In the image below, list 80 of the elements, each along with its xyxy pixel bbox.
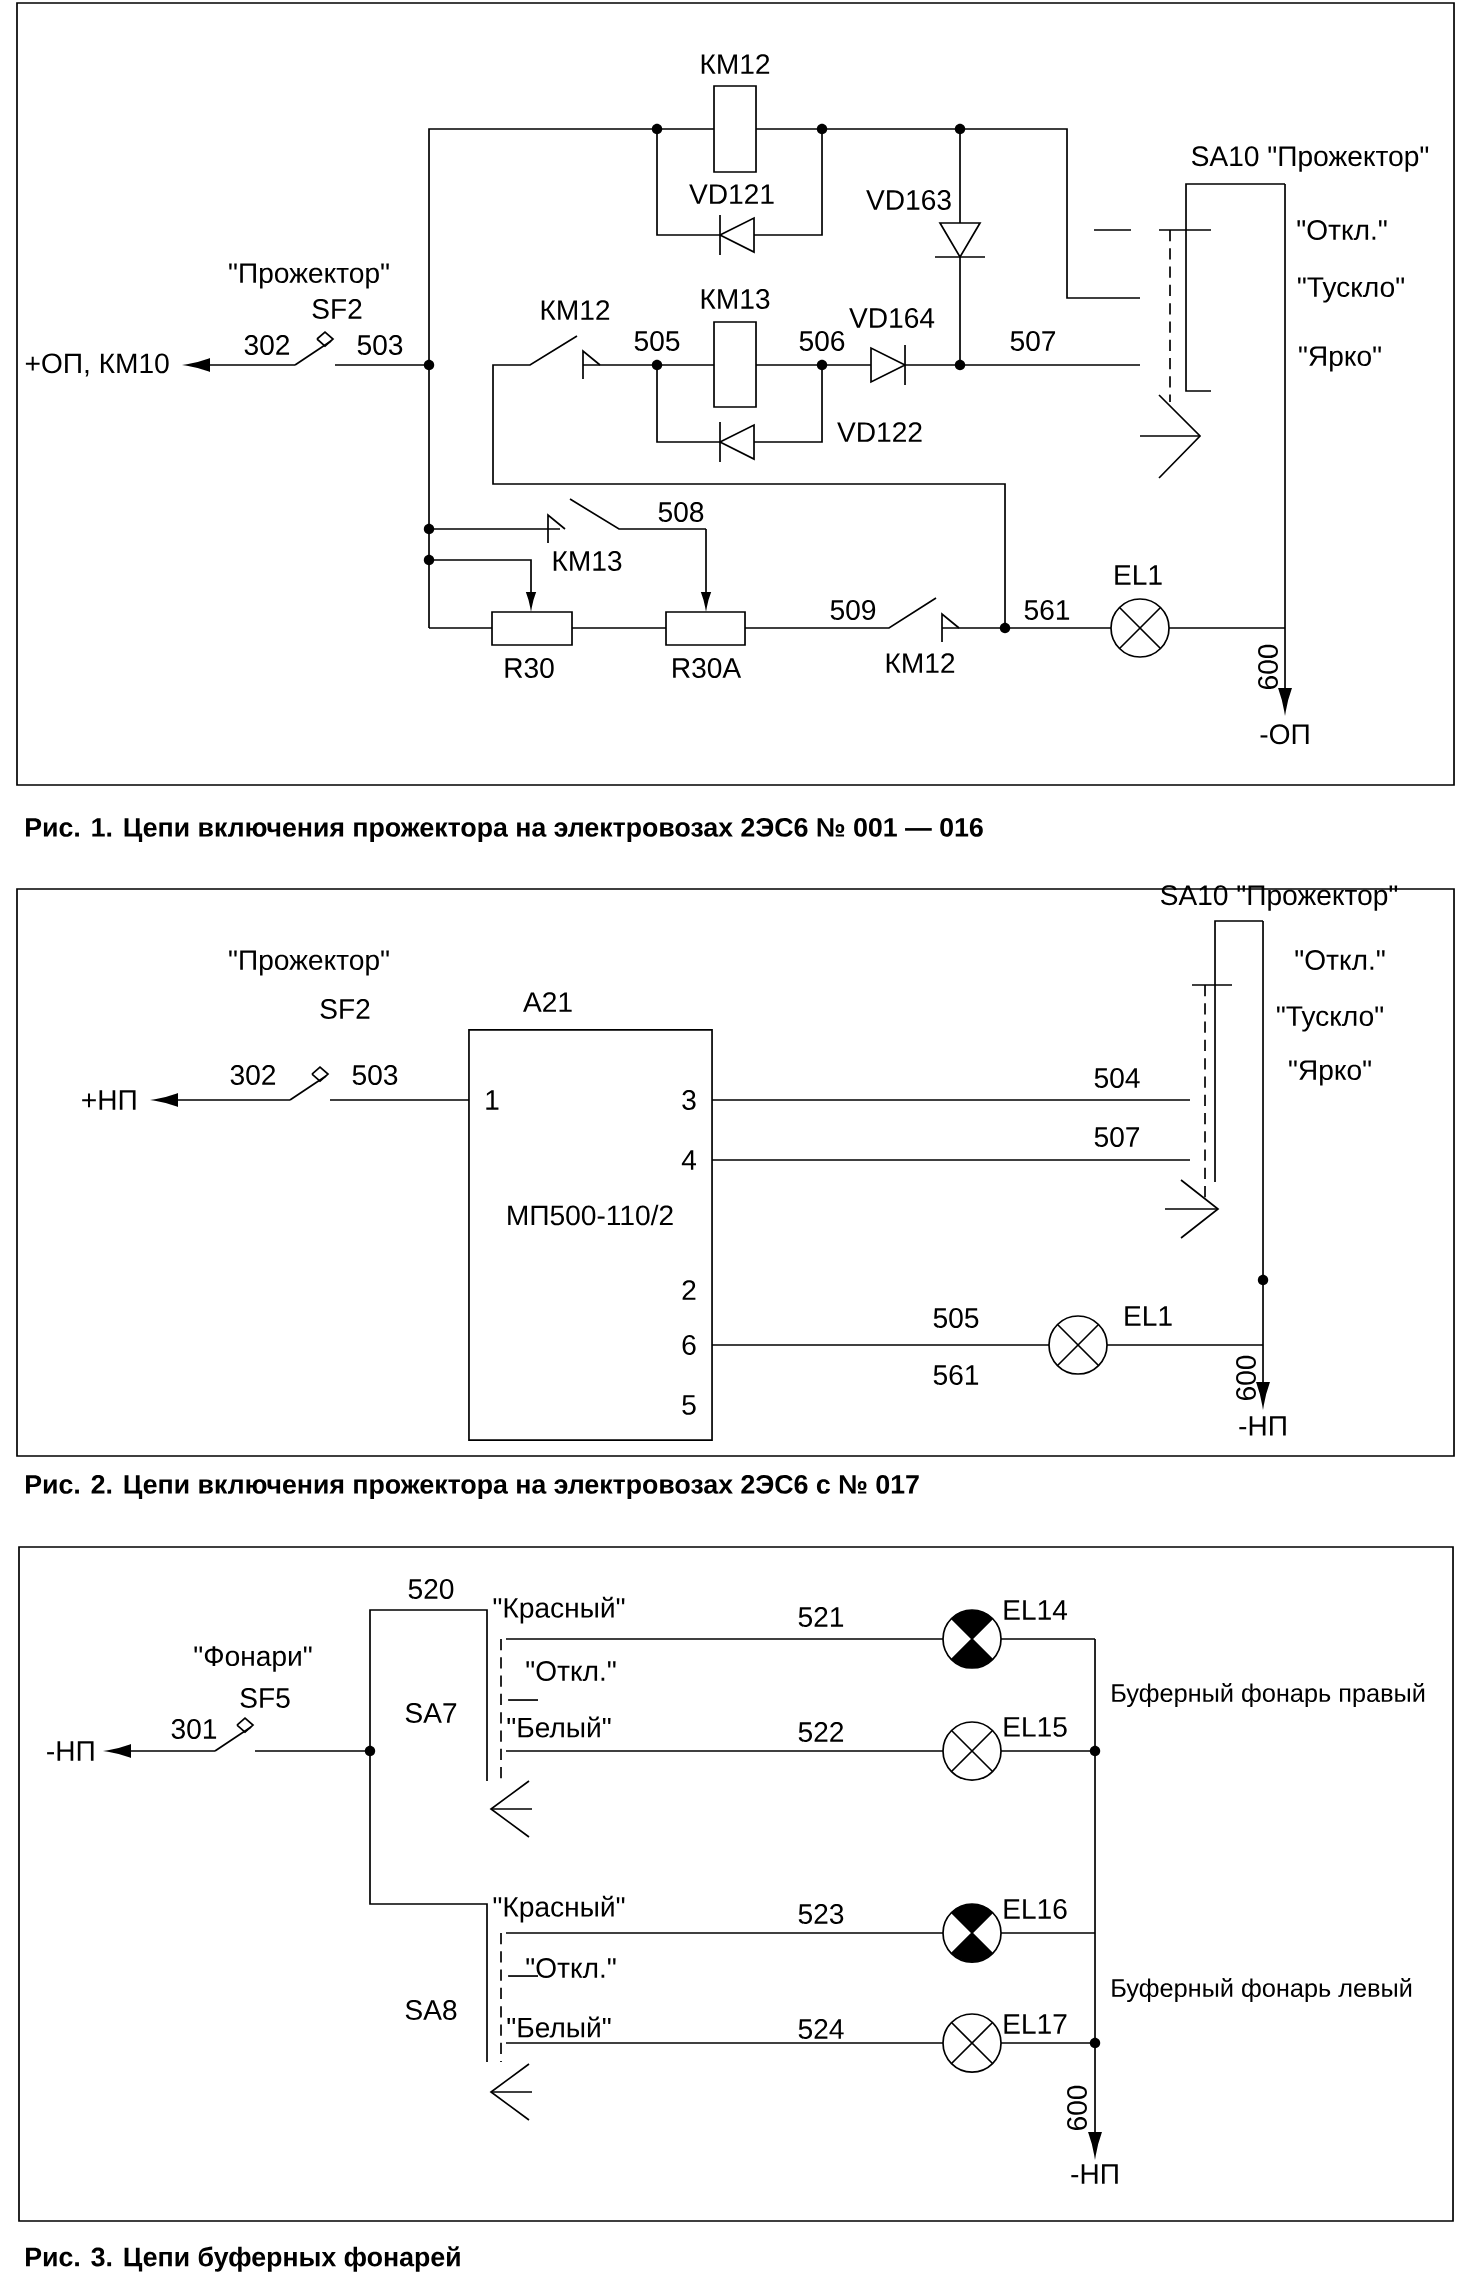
switch-position-label: "Белый" xyxy=(507,1716,611,1738)
switch-position-label: "Тускло" xyxy=(1277,1006,1383,1032)
wire-number: 600 xyxy=(1258,644,1278,690)
pin-number: 5 xyxy=(682,1395,696,1415)
lamp-group-label: Буферный фонарь правый xyxy=(1112,1683,1425,1708)
wire-number: 302 xyxy=(230,1065,276,1085)
wire-number: 301 xyxy=(171,1719,217,1739)
switch-position-label: "Ярко" xyxy=(1299,346,1381,372)
pin-number: 3 xyxy=(682,1090,696,1110)
wire-number: 600 xyxy=(1067,2085,1087,2131)
component-label: EL1 xyxy=(1115,565,1162,585)
component-label: VD122 xyxy=(837,422,922,442)
switch-position-label: "Прожектор" xyxy=(229,950,389,976)
switch-position-label: "Прожектор" xyxy=(229,263,389,289)
wire-number: 506 xyxy=(799,331,845,351)
pin-number: 6 xyxy=(682,1335,696,1355)
figure-caption: Рис. 1. Цепи включения прожектора на электровозах 2ЭС6 № 001 — 016 xyxy=(26,817,983,843)
component-label: EL14 xyxy=(1004,1600,1067,1620)
switch-position-label: "Красный" xyxy=(493,1596,625,1624)
node-label: A21 xyxy=(523,992,572,1012)
component-label: VD164 xyxy=(849,308,935,328)
supply-label: -НП xyxy=(1239,1416,1286,1436)
switch-position-label: "Красный" xyxy=(493,1895,625,1923)
supply-label: +НП xyxy=(82,1090,136,1110)
component-label: VD163 xyxy=(866,190,951,210)
wire-number: 561 xyxy=(933,1365,979,1385)
wire-number: 561 xyxy=(1024,600,1070,620)
component-label: КМ12 xyxy=(701,54,770,74)
component-label: EL16 xyxy=(1004,1899,1067,1919)
component-label: SF5 xyxy=(240,1688,290,1708)
component-label: EL17 xyxy=(1004,2014,1067,2034)
figure-caption: Рис. 2. Цепи включения прожектора на электровозах 2ЭС6 с № 017 xyxy=(26,1474,919,1500)
component-label: R30A xyxy=(673,658,742,678)
wire-number: 521 xyxy=(798,1607,844,1627)
component-label: EL1 xyxy=(1125,1306,1172,1326)
component-label: КМ12 xyxy=(886,653,955,673)
supply-label: -ОП xyxy=(1260,724,1309,745)
component-label: R30 xyxy=(505,658,554,678)
wire-number: 505 xyxy=(933,1308,979,1328)
switch-position-label: "Откл." xyxy=(526,1661,616,1681)
figure-caption: Рис. 3. Цепи буферных фонарей xyxy=(26,2246,460,2272)
wire-number: 503 xyxy=(357,335,403,355)
component-label: SF2 xyxy=(312,299,362,319)
wire-number: 508 xyxy=(658,502,704,522)
supply-label: -НП xyxy=(47,1741,94,1761)
lamp-group-label: Буферный фонарь левый xyxy=(1112,1978,1412,2003)
wire-number: 522 xyxy=(798,1722,844,1742)
switch-position-label: "Откл." xyxy=(1295,950,1385,970)
component-label: КМ13 xyxy=(701,289,770,309)
switch-position-label: "Откл." xyxy=(526,1958,616,1978)
switch-position-label: "Ярко" xyxy=(1289,1060,1371,1086)
component-label: EL15 xyxy=(1004,1717,1067,1737)
component-label: SA10 "Прожектор" xyxy=(1191,146,1429,172)
supply-label: +ОП, КМ10 xyxy=(25,353,169,377)
pin-number: 1 xyxy=(486,1090,499,1110)
wire-number: 503 xyxy=(352,1065,398,1085)
switch-position-label: "Фонари" xyxy=(194,1646,312,1672)
component-label: SF2 xyxy=(320,999,370,1019)
switch-position-label: "Откл." xyxy=(1297,220,1387,240)
wire-number: 302 xyxy=(244,335,290,355)
wire-number: 505 xyxy=(634,331,680,351)
wire-number: 520 xyxy=(408,1579,454,1599)
component-label: КМ13 xyxy=(553,551,622,571)
component-label: SA10 "Прожектор" xyxy=(1160,885,1398,911)
wire-number: 523 xyxy=(798,1904,844,1924)
wire-number: 600 xyxy=(1236,1355,1256,1401)
switch-position-label: "Белый" xyxy=(507,2016,611,2038)
wire-number: 507 xyxy=(1010,331,1056,351)
wire-number: 509 xyxy=(830,600,876,620)
component-label: SA7 xyxy=(405,1703,457,1723)
wire-number: 507 xyxy=(1094,1127,1140,1147)
component-label: КМ12 xyxy=(541,300,610,320)
wire-number: 524 xyxy=(798,2019,844,2039)
switch-position-label: "Тускло" xyxy=(1298,277,1404,303)
wire-number: 504 xyxy=(1094,1068,1140,1088)
component-label: SA8 xyxy=(405,2000,457,2020)
supply-label: -НП xyxy=(1071,2164,1118,2184)
component-label: VD121 xyxy=(689,184,774,204)
pin-number: 2 xyxy=(682,1280,696,1300)
pin-number: 4 xyxy=(681,1150,696,1170)
